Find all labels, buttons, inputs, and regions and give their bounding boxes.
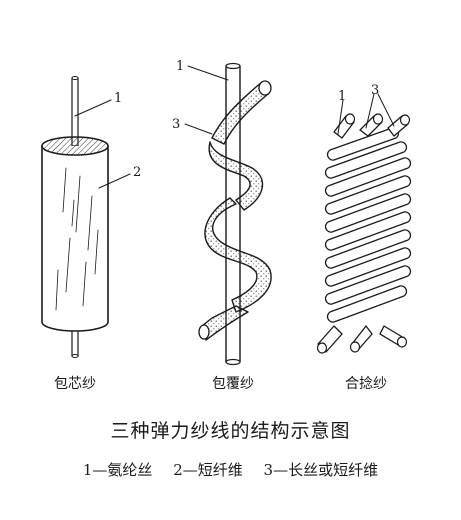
twisted-ply-yarn-label: 合捻纱 <box>345 376 387 392</box>
twisted-ply-callout-3: 3 <box>371 83 379 98</box>
twisted-ply-yarn-drawing <box>316 93 412 354</box>
core-spun-yarn-label: 包芯纱 <box>54 376 96 392</box>
legend-item-elastane: 1—氨纶丝 <box>82 461 153 479</box>
covered-yarn-label: 包覆纱 <box>212 376 254 392</box>
core-spun-callout-2: 2 <box>133 165 141 180</box>
figure-caption: 三种弹力纱线的结构示意图 <box>110 420 351 442</box>
covered-callout-3: 3 <box>172 117 180 132</box>
covered-yarn-drawing <box>184 62 272 366</box>
legend-item-staple-fiber: 2—短纤维 <box>173 461 243 479</box>
covered-callout-1: 1 <box>176 59 184 74</box>
figure-legend: 1—氨纶丝 2—短纤维 3—长丝或短纤维 <box>0 459 461 480</box>
core-spun-callout-1: 1 <box>114 91 122 106</box>
legend-item-filament-or-staple: 3—长丝或短纤维 <box>263 461 379 479</box>
twisted-ply-callout-1: 1 <box>338 89 346 104</box>
core-spun-yarn-drawing <box>41 76 131 358</box>
